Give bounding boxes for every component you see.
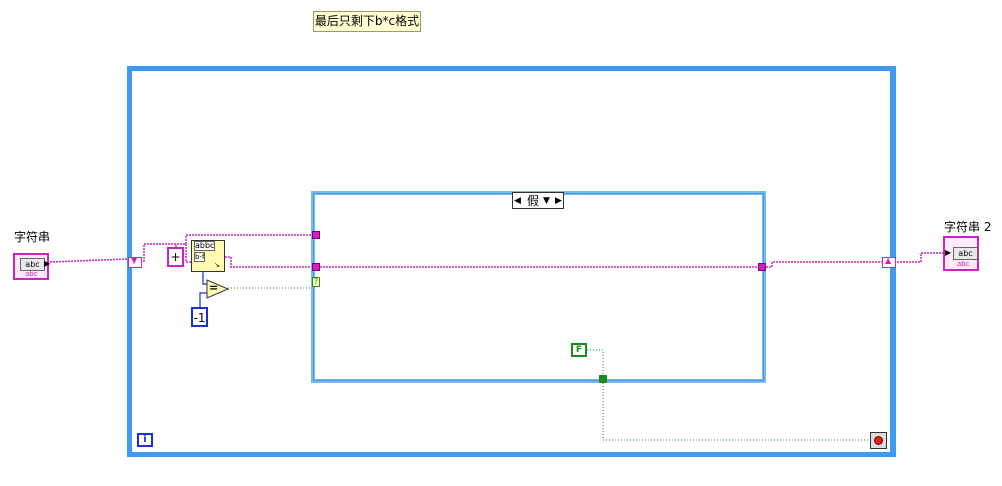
string-indicator-terminal[interactable]: ▶ abc abc <box>943 236 979 271</box>
scan-arrow-icon: ↘ <box>214 261 220 269</box>
control-inner-box: abc <box>20 258 45 271</box>
string-wire-input <box>49 258 129 263</box>
indicator-arrow-icon: ▶ <box>945 248 952 257</box>
indicator-badge: abc <box>957 260 970 268</box>
numeric-constant[interactable]: -1 <box>191 307 208 327</box>
control-badge: abc <box>25 270 38 278</box>
comment-label: 最后只剩下b*c格式 <box>313 11 421 32</box>
bool-wire-to-stop <box>602 383 870 441</box>
shift-register-left[interactable]: ▼ <box>128 256 142 268</box>
control-arrow-icon: ▶ <box>44 259 51 268</box>
shift-up-icon: ▲ <box>885 256 892 265</box>
equal-sign: = <box>209 281 219 294</box>
string-control-terminal[interactable]: abc ▶ abc <box>13 253 51 280</box>
equal-node[interactable] <box>206 279 230 299</box>
numeric-wire-offset <box>202 272 207 285</box>
shift-down-icon: ▼ <box>131 256 138 265</box>
control-label: 字符串 <box>14 230 51 244</box>
scan-mid-text: b-f <box>194 252 206 262</box>
case-dropdown-arrow[interactable]: ▼ <box>543 196 550 206</box>
false-constant[interactable]: F <box>571 343 587 357</box>
shift-register-right[interactable]: ▲ <box>882 256 896 268</box>
case-bool-tunnel <box>599 375 607 383</box>
case-selector[interactable]: ◀ 假 ▼ ▶ <box>512 192 564 209</box>
case-selector-terminal[interactable]: ? <box>312 277 320 287</box>
case-next-arrow[interactable]: ▶ <box>555 196 562 206</box>
indicator-inner-box: abc <box>953 247 978 260</box>
string-wire-to-shift-out <box>766 261 883 268</box>
case-tunnel-top <box>312 231 320 239</box>
add-node[interactable]: + <box>167 247 184 267</box>
case-structure-frame <box>311 191 766 383</box>
case-tunnel-mid-out <box>758 263 766 271</box>
scan-from-string-node[interactable]: abbc b-f ↘ <box>191 240 225 272</box>
indicator-label: 字符串 2 <box>944 220 992 234</box>
scan-top-text: abbc <box>194 241 216 251</box>
case-prev-arrow[interactable]: ◀ <box>514 196 521 206</box>
string-wire-scan-out <box>225 256 313 268</box>
loop-condition-stop-icon[interactable] <box>870 432 887 449</box>
case-tunnel-mid-in <box>312 263 320 271</box>
string-wire-to-indicator <box>897 252 945 263</box>
numeric-wire-minus-one <box>199 292 207 307</box>
iteration-terminal: i <box>137 433 153 447</box>
bool-wire-false-const <box>587 349 604 379</box>
case-selector-value: 假 <box>527 194 540 208</box>
string-wire-to-case-top <box>185 234 313 244</box>
